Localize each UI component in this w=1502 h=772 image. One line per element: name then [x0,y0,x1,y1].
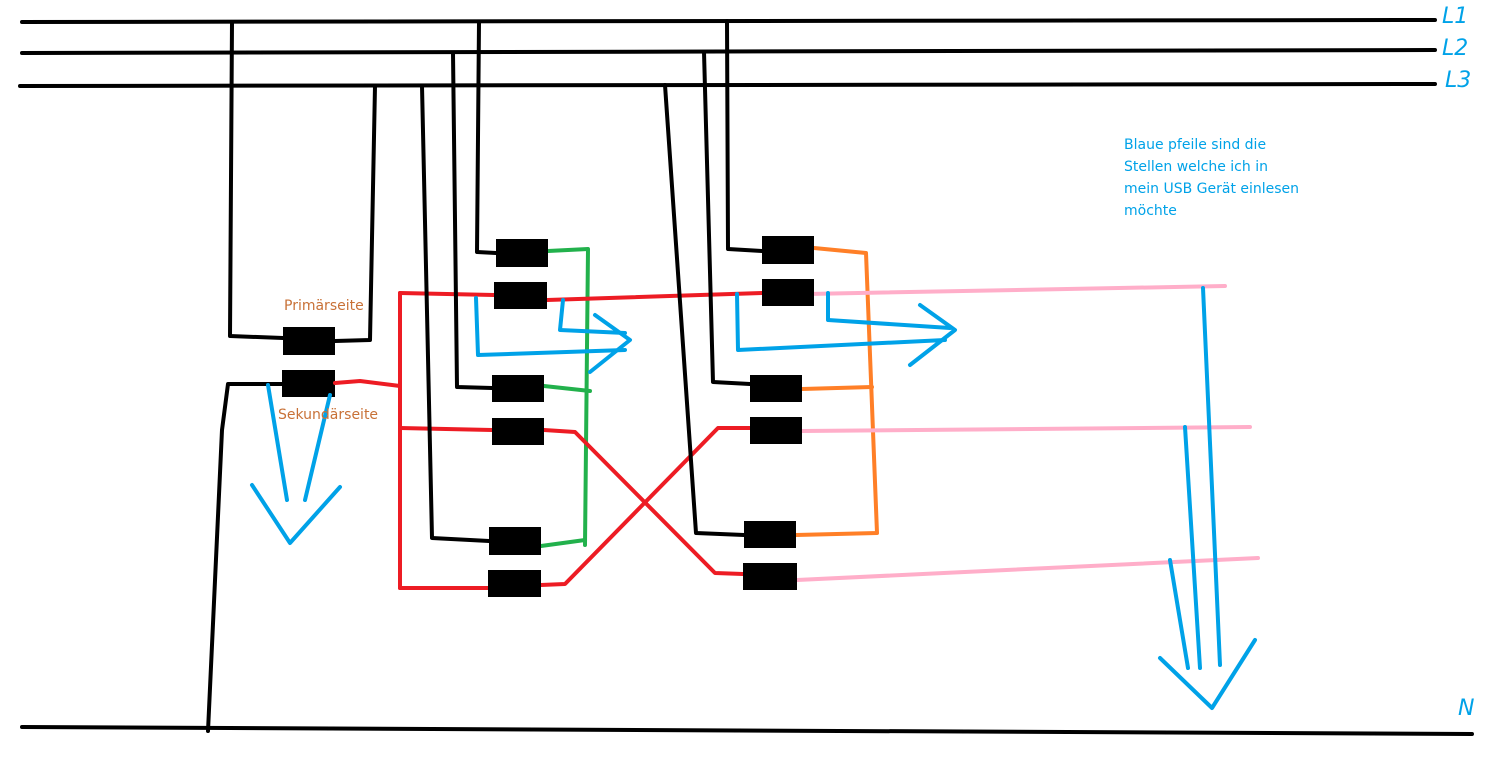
label-l2: L2 [1442,36,1469,61]
red-cross-wire [539,426,752,587]
note-line: mein USB Gerät einlesen [1124,181,1300,197]
red-wire [398,426,494,432]
wire-primary-to-l3 [333,84,377,343]
measure-arrow-down [1158,286,1257,710]
measure-arrow-middle [474,296,632,374]
wire-l3-right [663,83,746,537]
transformer-box [762,236,814,264]
note-line: möchte [1124,203,1177,219]
transformer-box [743,563,797,590]
transformer-box [762,279,814,306]
wire-secondary-to-neutral [206,382,284,733]
wire-l2-mid [451,51,494,390]
wire-secondary-out [333,379,402,388]
transformer-box [489,527,541,555]
wire-l1-right [725,19,764,253]
neutral-line [20,725,1474,736]
green-link [542,384,592,393]
transformer-box [492,375,544,402]
transformer-box [496,239,548,267]
wire-l1-to-primary [228,20,285,340]
transformer-box [750,417,802,444]
red-wire [545,291,764,302]
orange-link [794,246,879,537]
measure-arrow-right [735,291,957,367]
output-line [805,284,1227,296]
wire-l1-mid [475,20,498,255]
label-n: N [1458,696,1475,721]
primary-side-label: Primärseite [284,298,364,314]
output-line [795,556,1260,582]
transformer-box [488,570,541,597]
orange-link [800,385,874,391]
transformer-primary [283,327,335,355]
transformer-box [744,521,796,548]
wire-l2-right [702,50,752,386]
wire-l3-mid [420,84,491,543]
green-link [546,247,590,547]
red-wire [398,291,496,297]
transformer-box [750,375,802,402]
note-text: Blaue pfeile sind die Stellen welche ich… [1124,134,1299,222]
transformer-box [492,418,544,445]
note-line: Blaue pfeile sind die [1124,137,1267,153]
measure-arrow-left [250,383,342,545]
transformer-box [494,282,547,309]
secondary-side-label: Sekundärseite [278,407,379,423]
green-link [539,538,587,548]
label-l3: L3 [1445,68,1472,93]
transformer-secondary [282,370,335,397]
note-line: Stellen welche ich in [1124,159,1268,175]
label-l1: L1 [1442,4,1469,29]
output-line [800,425,1252,433]
